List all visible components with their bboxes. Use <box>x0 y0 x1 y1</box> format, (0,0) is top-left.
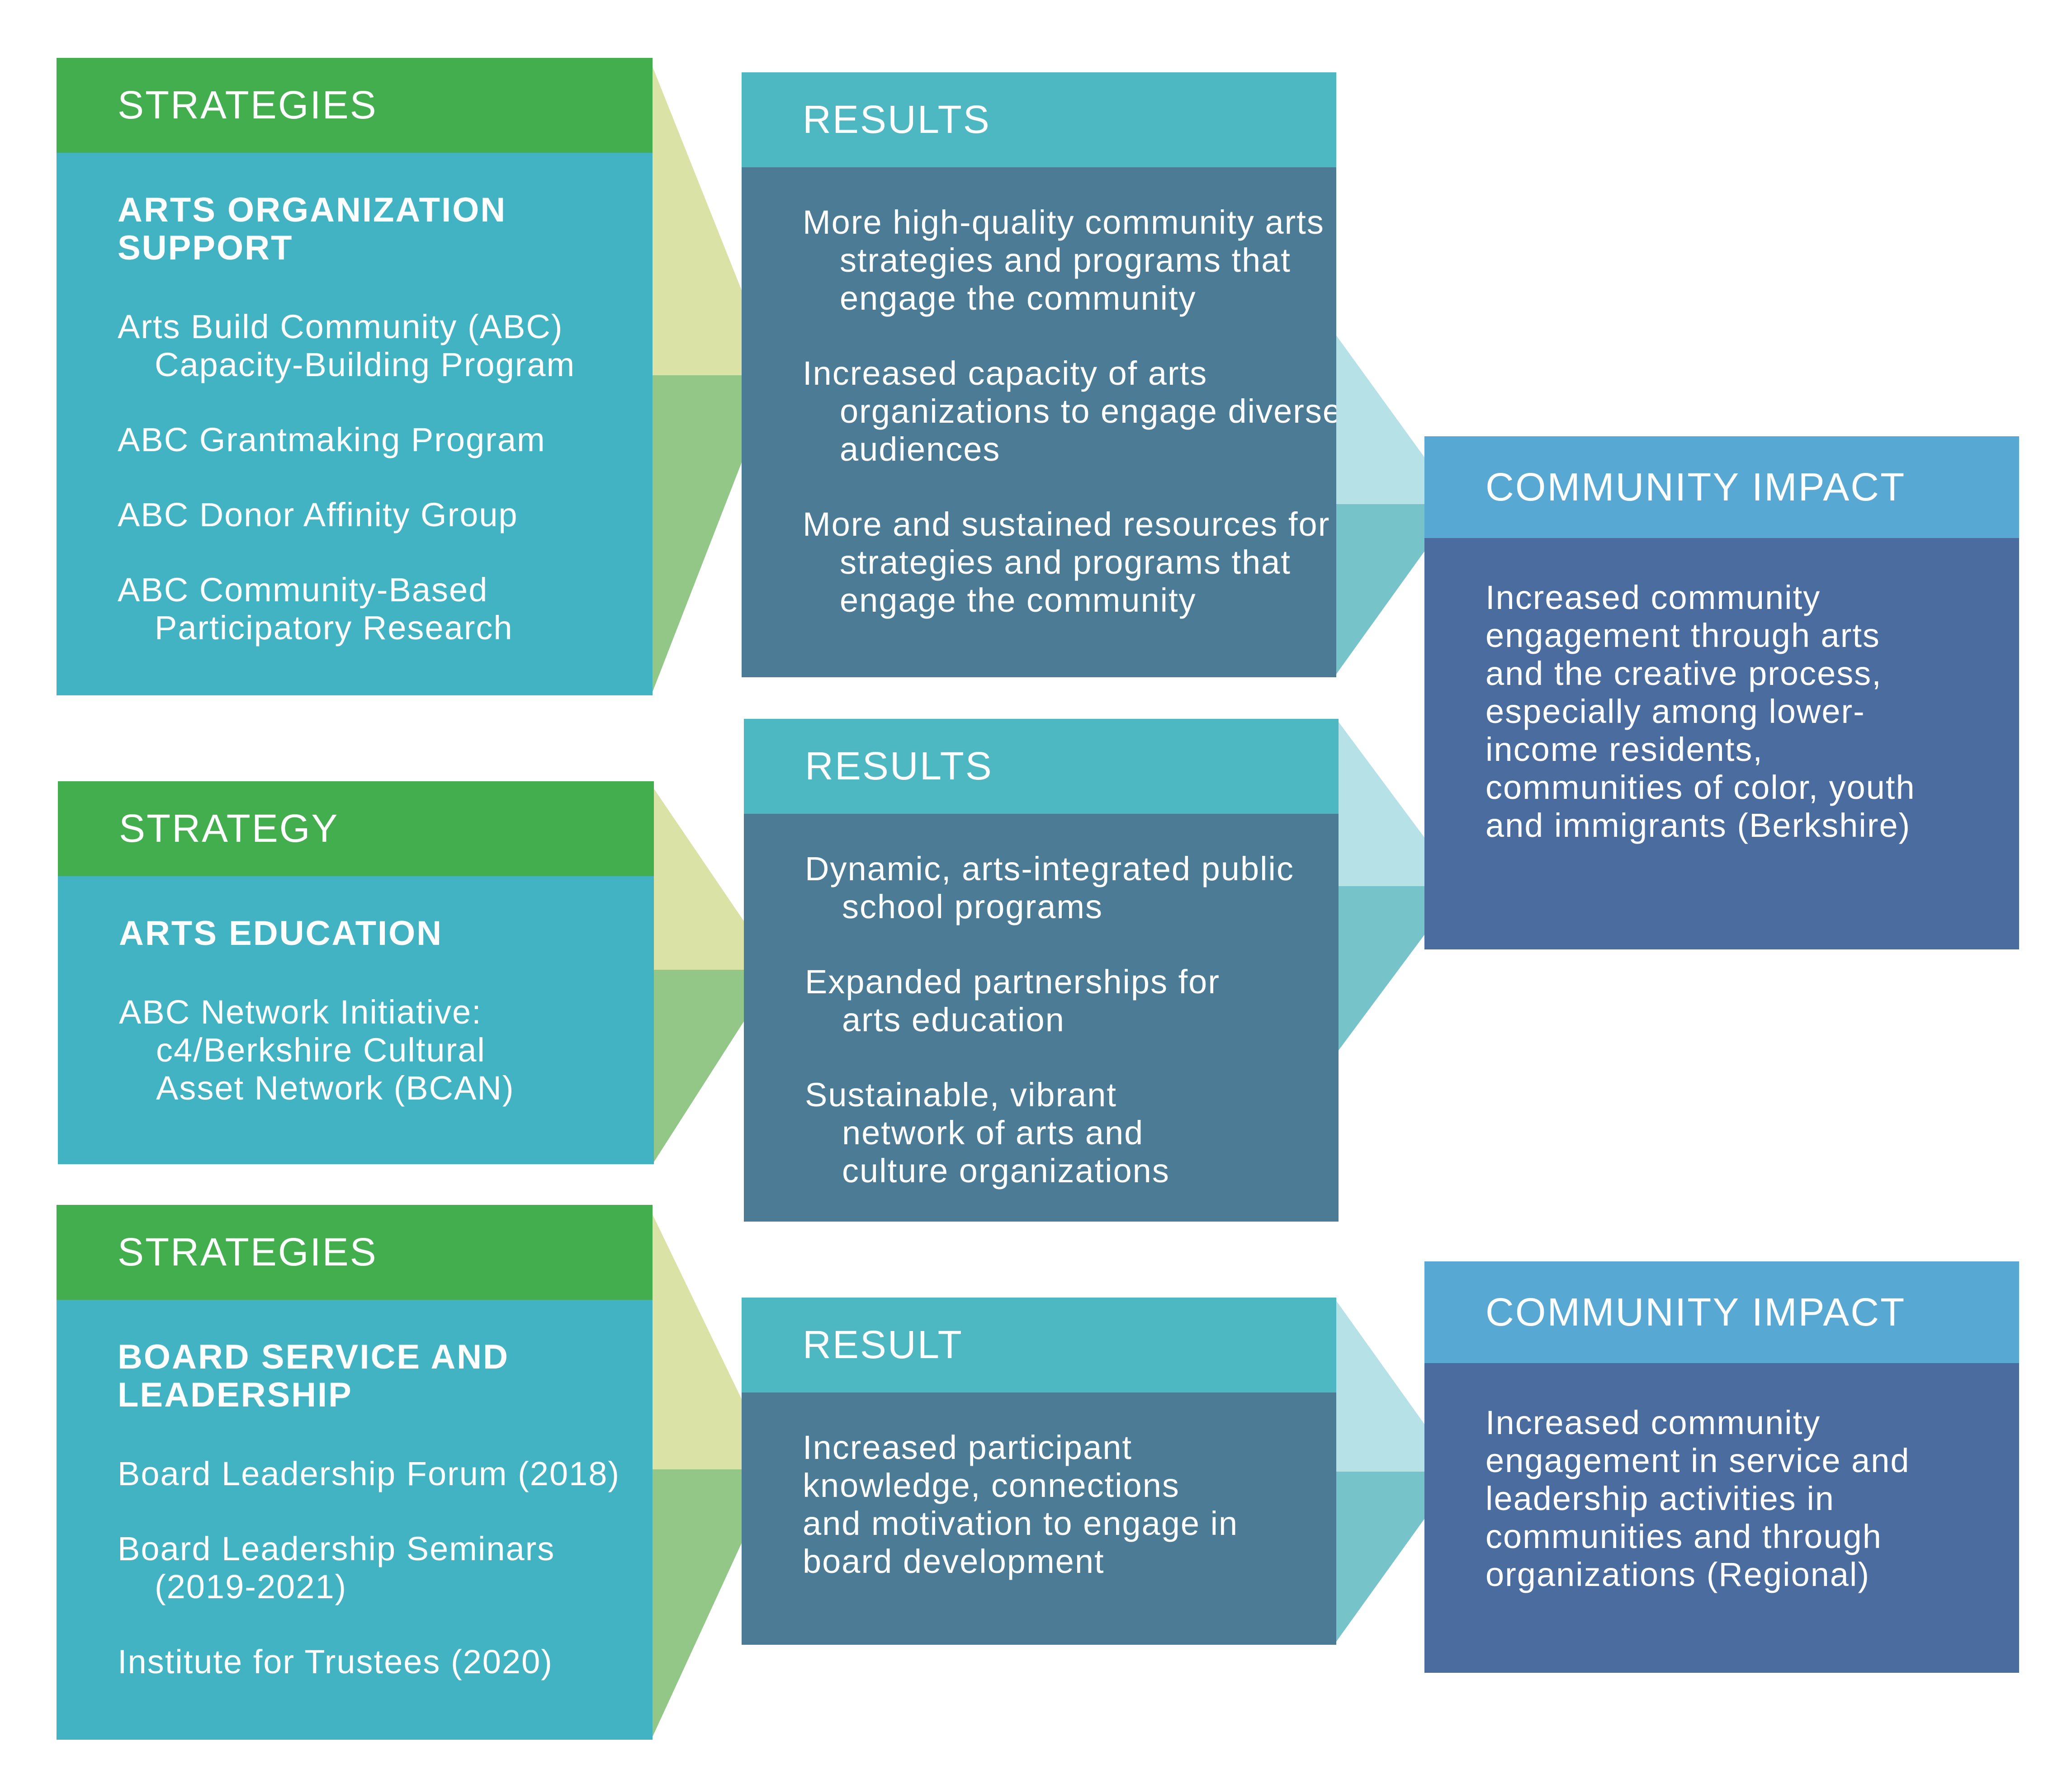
strategy-header: STRATEGIES <box>57 58 653 153</box>
strategy-subtitle: ARTS ORGANIZATION SUPPORT <box>118 191 507 267</box>
impact-text: Increased community engagement in servic… <box>1485 1404 1910 1593</box>
result-item: More high-quality community arts strateg… <box>803 203 1325 317</box>
impact-text: Increased community engagement through a… <box>1485 579 1916 844</box>
results-body: More high-quality community arts strateg… <box>742 167 1336 677</box>
result-item: Dynamic, arts-integrated public school p… <box>805 850 1294 925</box>
strategy-header: STRATEGIES <box>57 1205 653 1300</box>
strategy-body: ARTS ORGANIZATION SUPPORT Arts Build Com… <box>57 153 653 695</box>
results-header: RESULTS <box>742 72 1336 167</box>
result-item: Increased capacity of arts organizations… <box>803 354 1336 468</box>
results-box-1: RESULTS More high-quality community arts… <box>742 72 1336 677</box>
result-item: Sustainable, vibrant network of arts and… <box>805 1076 1170 1190</box>
strategy-item: Institute for Trustees (2020) <box>118 1643 553 1680</box>
strategy-header: STRATEGY <box>58 781 654 876</box>
strategy-item: ABC Community-Based Participatory Resear… <box>118 571 513 647</box>
strategy-subtitle: ARTS EDUCATION <box>119 914 443 953</box>
impact-header: COMMUNITY IMPACT <box>1424 436 2019 538</box>
result-item: Expanded partnerships for arts education <box>805 963 1220 1038</box>
result-item: Increased participant knowledge, connect… <box>803 1429 1239 1580</box>
results-header: RESULTS <box>744 719 1339 814</box>
strategy-item: ABC Network Initiative: c4/Berkshire Cul… <box>119 993 515 1107</box>
result-item: More and sustained resources for strateg… <box>803 505 1330 619</box>
community-impact-box-1: COMMUNITY IMPACT Increased community eng… <box>1424 436 2019 949</box>
results-header: RESULT <box>742 1298 1336 1392</box>
strategy-item: ABC Donor Affinity Group <box>118 496 518 533</box>
community-impact-box-2: COMMUNITY IMPACT Increased community eng… <box>1424 1261 2019 1673</box>
results-box-3: RESULT Increased participant knowledge, … <box>742 1298 1336 1645</box>
impact-body: Increased community engagement through a… <box>1424 538 2019 949</box>
strategy-item: ABC Grantmaking Program <box>118 421 546 458</box>
strategy-box-board-service: STRATEGIES BOARD SERVICE AND LEADERSHIP … <box>57 1205 653 1740</box>
results-body: Increased participant knowledge, connect… <box>742 1392 1336 1645</box>
strategy-body: BOARD SERVICE AND LEADERSHIP Board Leade… <box>57 1300 653 1740</box>
strategy-box-arts-organization-support: STRATEGIES ARTS ORGANIZATION SUPPORT Art… <box>57 58 653 695</box>
results-box-2: RESULTS Dynamic, arts-integrated public … <box>744 719 1339 1222</box>
strategy-body: ARTS EDUCATION ABC Network Initiative: c… <box>58 876 654 1164</box>
strategy-item: Arts Build Community (ABC) Capacity-Buil… <box>118 308 576 383</box>
impact-body: Increased community engagement in servic… <box>1424 1363 2019 1673</box>
strategy-subtitle: BOARD SERVICE AND LEADERSHIP <box>118 1338 509 1414</box>
results-body: Dynamic, arts-integrated public school p… <box>744 814 1339 1222</box>
strategy-item: Board Leadership Forum (2018) <box>118 1455 620 1492</box>
impact-header: COMMUNITY IMPACT <box>1424 1261 2019 1363</box>
strategy-box-arts-education: STRATEGY ARTS EDUCATION ABC Network Init… <box>58 781 654 1164</box>
strategy-item: Board Leadership Seminars (2019-2021) <box>118 1530 555 1605</box>
